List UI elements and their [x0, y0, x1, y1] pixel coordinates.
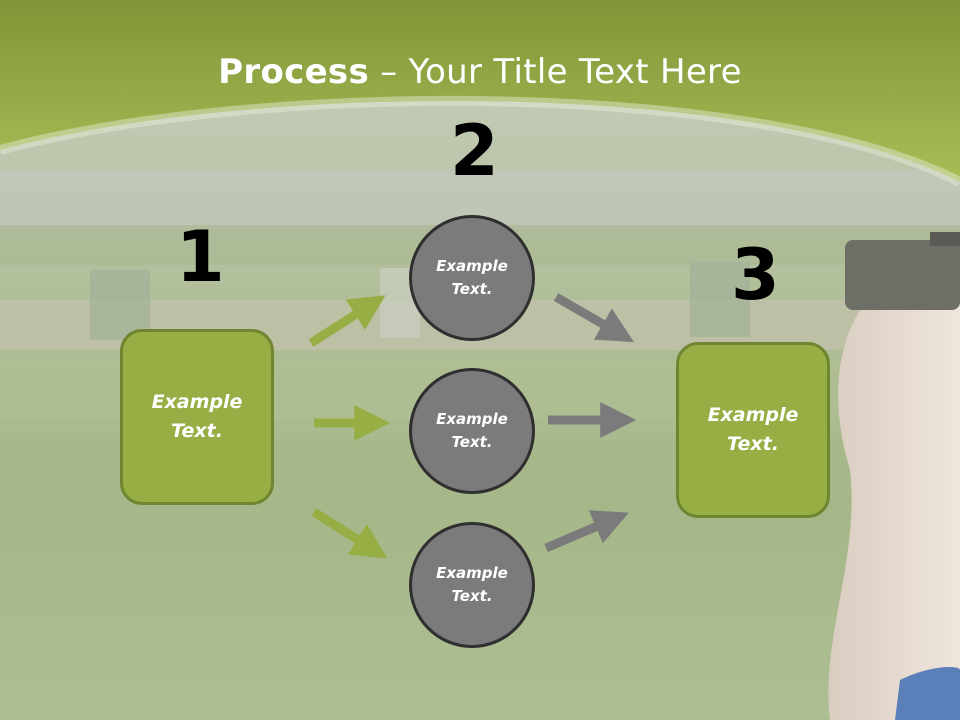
step-number-1: 1 [176, 216, 225, 298]
arrow-bottom-to-3 [544, 510, 629, 553]
step-3-label: Example Text. [707, 404, 799, 455]
step-2-circle-top: Example Text. [409, 215, 535, 341]
slide-title: Process – Your Title Text Here [0, 52, 960, 92]
step-2-circle-middle: Example Text. [409, 368, 535, 494]
step-3-box: Example Text. [676, 342, 830, 518]
circle-top-label: Example Text. [436, 257, 508, 298]
arrow-top-to-3 [553, 293, 635, 343]
arrow-1-to-top [308, 295, 386, 347]
arrow-1-to-bottom [311, 508, 388, 559]
step-1-box: Example Text. [120, 329, 274, 505]
step-number-3: 3 [731, 234, 780, 316]
step-1-label: Example Text. [151, 391, 243, 442]
step-2-circle-bottom: Example Text. [409, 522, 535, 648]
circle-bottom-label: Example Text. [436, 564, 508, 605]
title-bold: Process [218, 52, 370, 92]
circle-middle-label: Example Text. [436, 410, 508, 451]
title-rest: – Your Title Text Here [369, 52, 742, 92]
step-number-2: 2 [450, 110, 499, 192]
